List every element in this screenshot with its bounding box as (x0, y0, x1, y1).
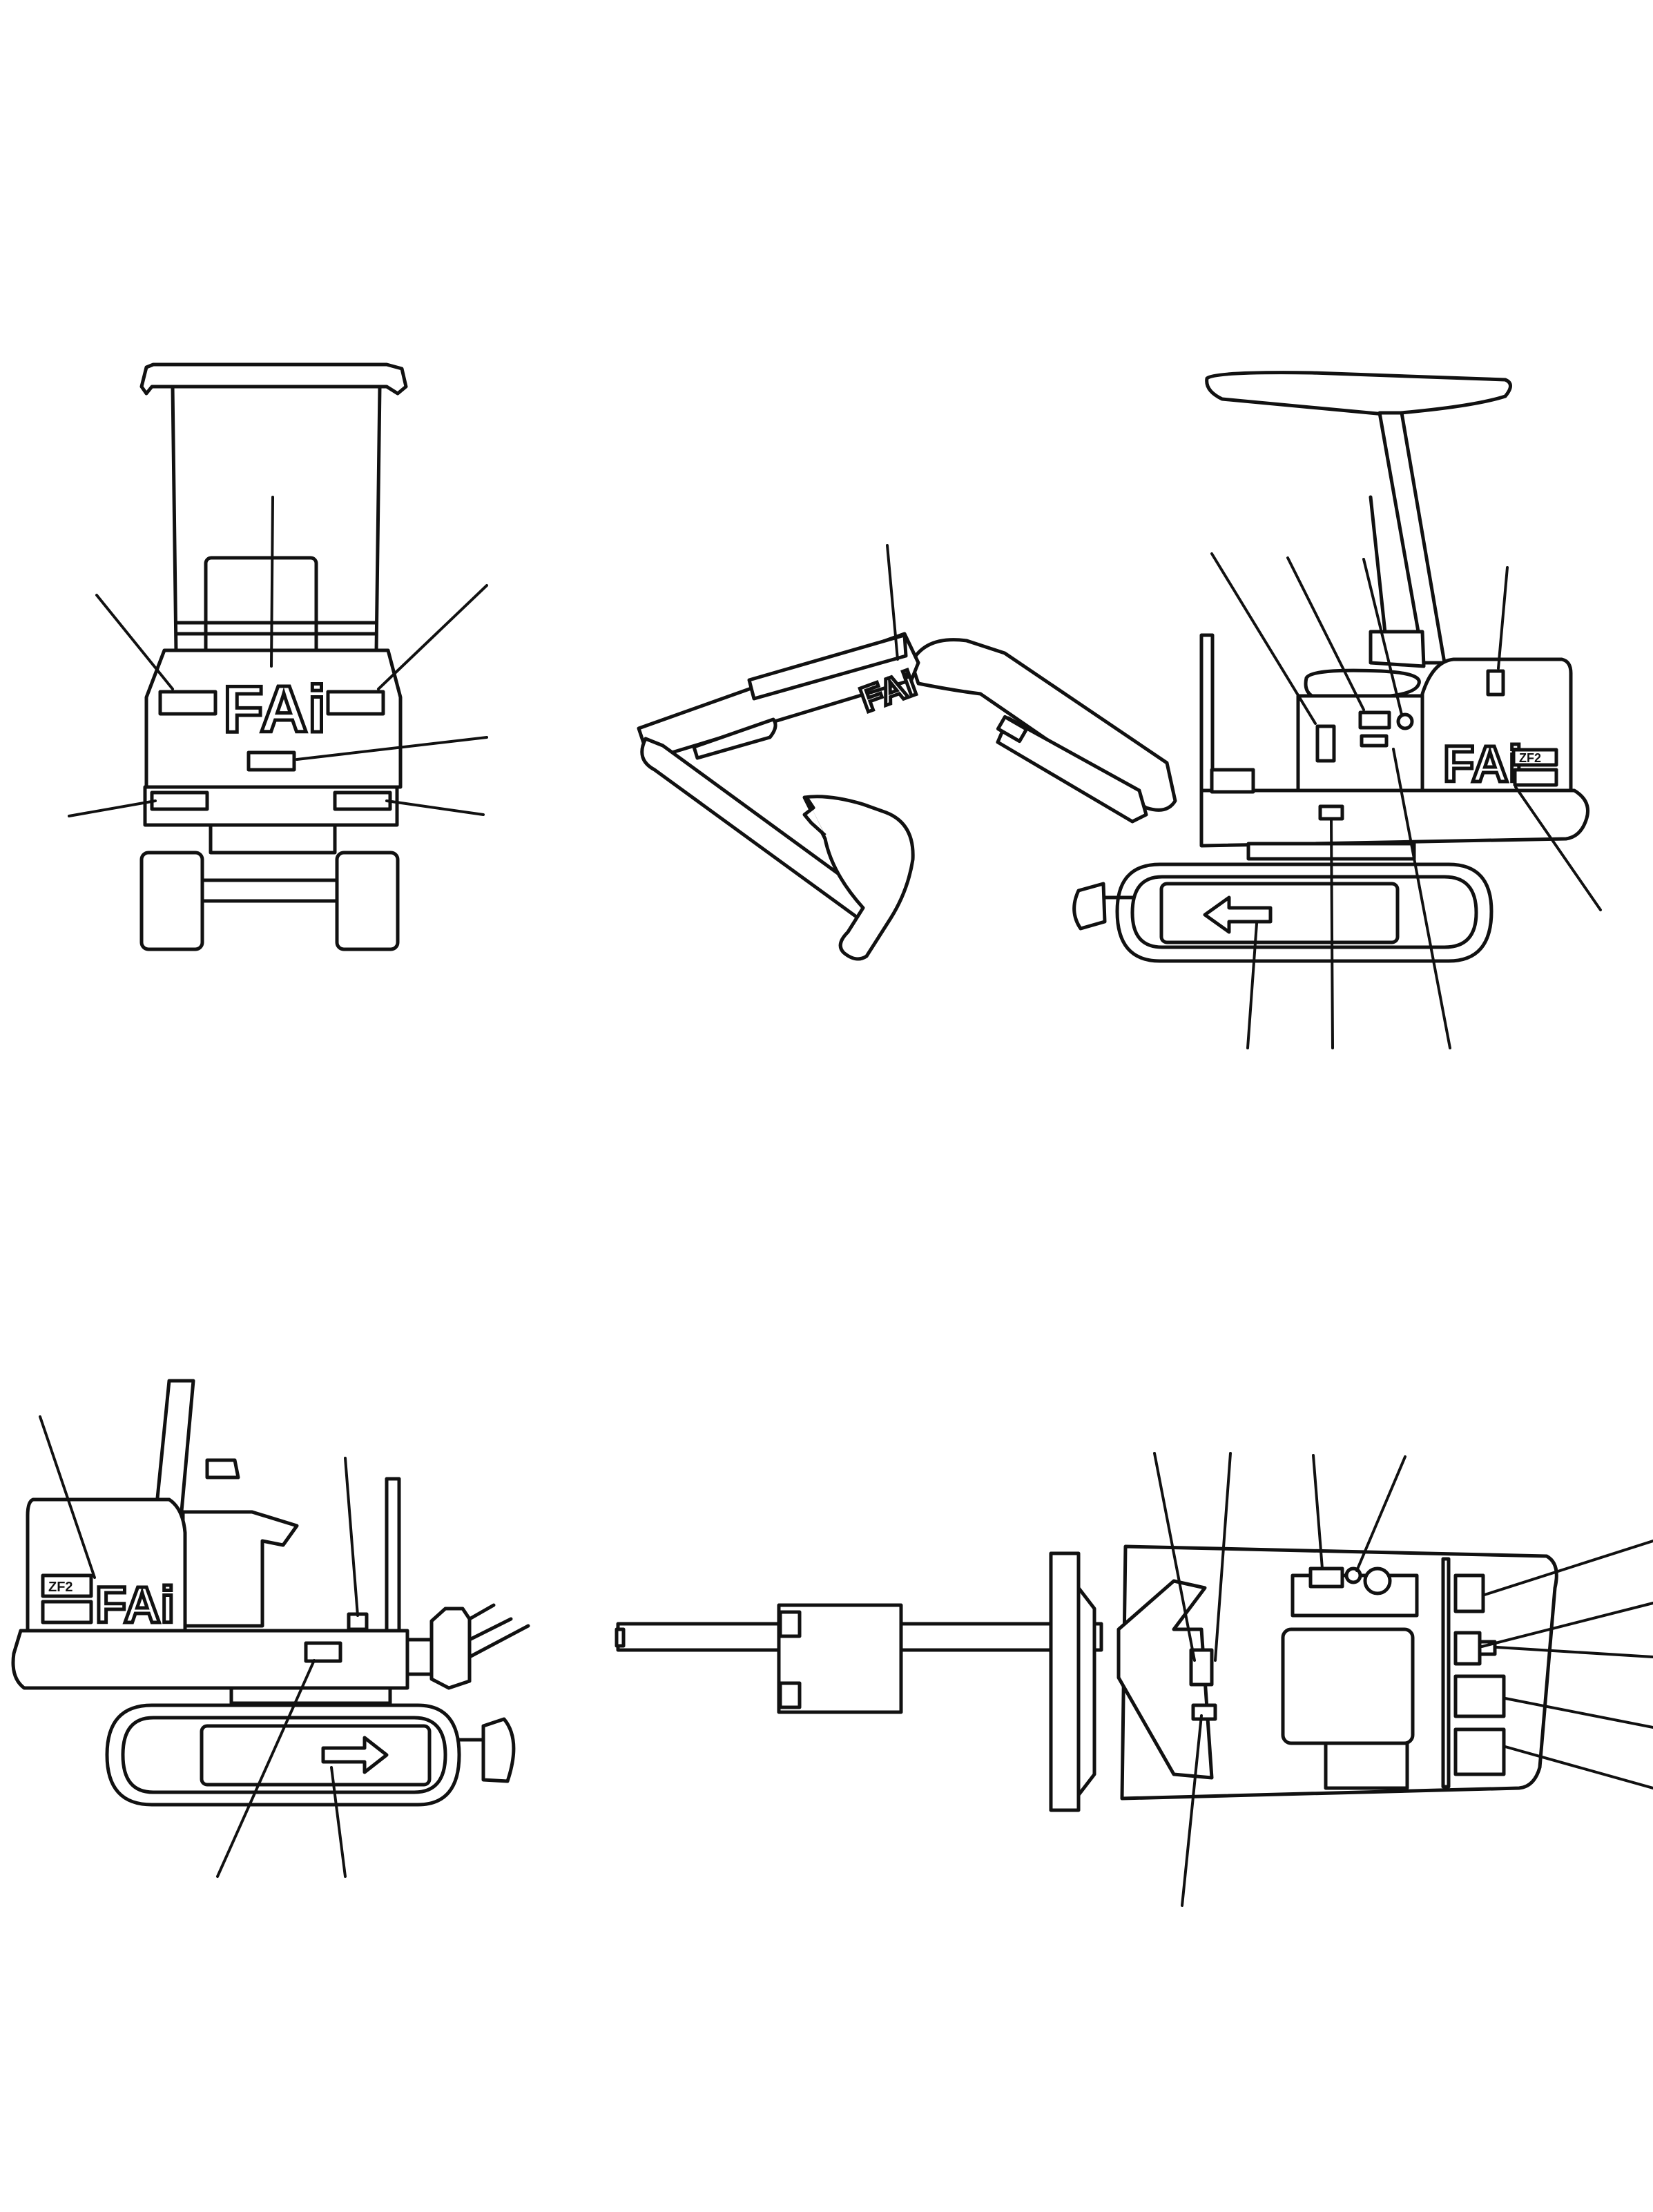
right-side-view: FAi ZF2 FAi (637, 371, 1602, 1049)
decal-top-rear-4 (1453, 1727, 1506, 1776)
left-upper-frame (11, 1629, 409, 1690)
decal-top-lever (1189, 1648, 1214, 1687)
top-dozer-blade (1049, 1551, 1081, 1812)
boom (909, 638, 1177, 812)
front-track-right (335, 851, 400, 951)
decal-front-left (158, 690, 218, 716)
decal-hood-top (1486, 669, 1505, 697)
left-dozer-blade (481, 1717, 516, 1783)
front-view: FAi (68, 362, 488, 951)
decal-frame-small (1318, 804, 1344, 821)
decal-top-rear-2 (1453, 1631, 1482, 1666)
decal-top-rear-1 (1453, 1573, 1485, 1613)
front-logo: FAi (223, 672, 326, 746)
decal-tower-b (1360, 734, 1389, 748)
bucket (802, 795, 915, 961)
travel-direction-arrow-decal (1203, 895, 1273, 934)
decal-front-right (326, 690, 385, 716)
decal-left-hood-plate (41, 1600, 93, 1624)
decal-tower-round (1396, 712, 1414, 730)
decal-top-round (1344, 1566, 1362, 1584)
left-logo: FAi (95, 1576, 175, 1633)
canopy-roof-side (1205, 371, 1512, 416)
decal-top-a (1308, 1566, 1344, 1589)
canopy-post-right (374, 385, 382, 654)
side-logo: FAi (1443, 735, 1522, 793)
decal-front-center (246, 750, 296, 772)
upper-frame (1199, 788, 1589, 848)
front-track-left (139, 851, 204, 951)
decal-left-frame (304, 1641, 342, 1663)
decal-top-small (1191, 1703, 1217, 1721)
dozer-blade (1072, 882, 1107, 931)
seat (1304, 668, 1421, 699)
decal-tower-left (1315, 724, 1336, 763)
top-view (615, 1452, 1653, 1907)
decal-front-low-left (150, 790, 209, 811)
front-body (144, 648, 403, 789)
decal-hood-model-plate (1513, 768, 1558, 787)
seat-back (204, 556, 318, 660)
decal-top-rear-3 (1453, 1674, 1506, 1718)
top-seat (1281, 1627, 1415, 1745)
canopy-roof (139, 362, 408, 396)
left-travel-direction-arrow-decal (321, 1736, 389, 1774)
decal-tower-a (1358, 710, 1391, 730)
canopy-post-left (171, 385, 178, 654)
decal-front-low-right (333, 790, 392, 811)
left-side-view: ZF2 FAi (11, 1379, 530, 1878)
model-badge: ZF2 (1519, 751, 1541, 765)
svg-text:ZF2: ZF2 (48, 1580, 73, 1595)
